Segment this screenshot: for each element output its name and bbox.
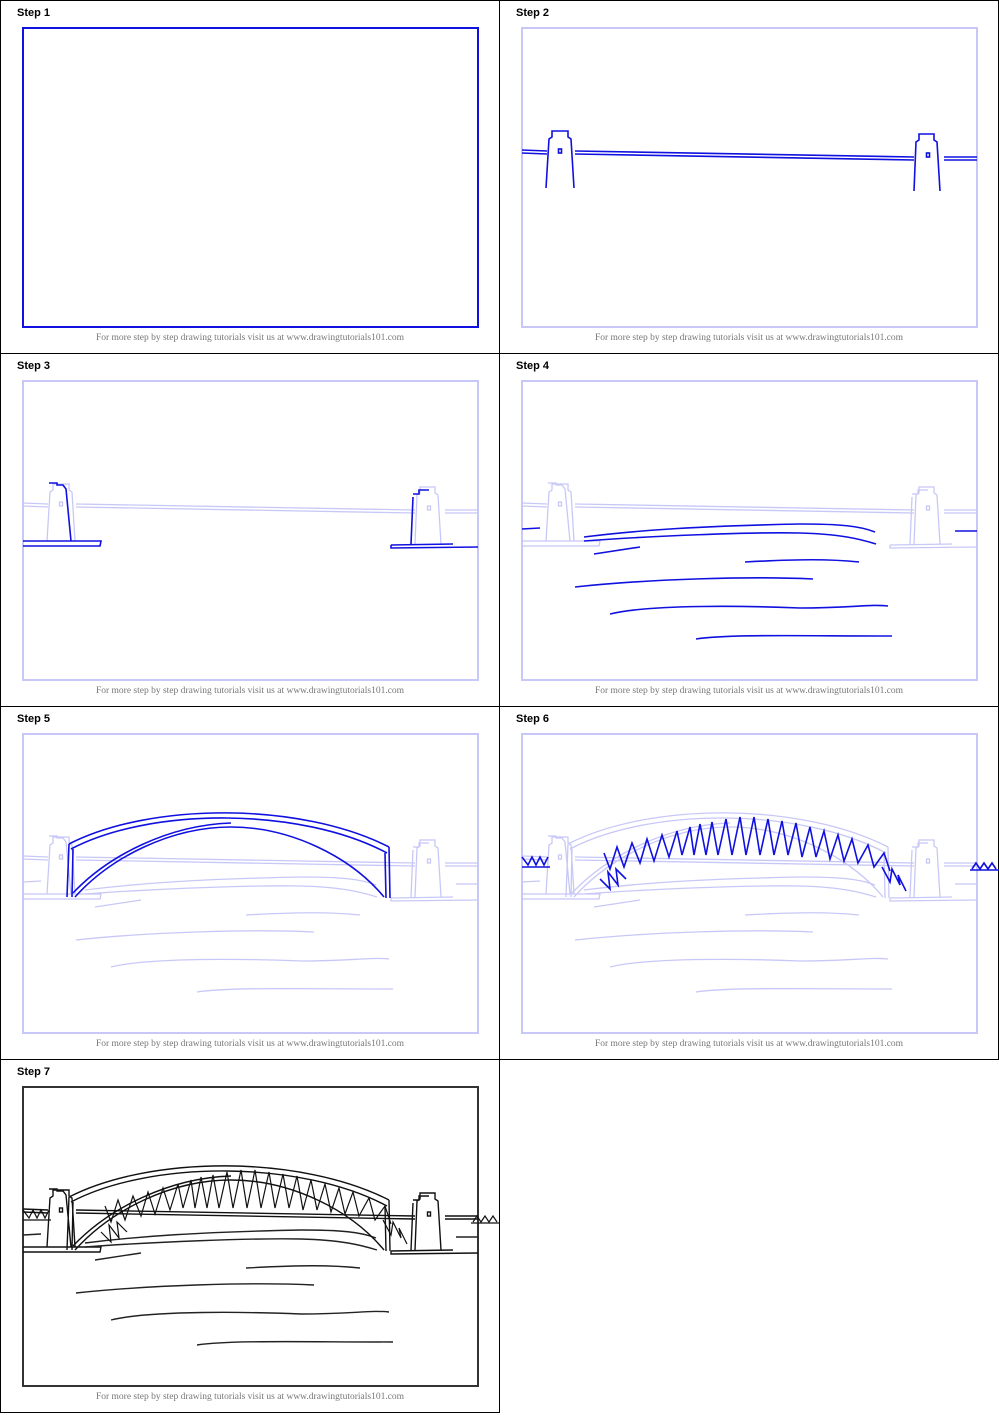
footer-text: For more step by step drawing tutorials … — [95, 1039, 405, 1049]
step-2-panel: Step 2 For more step by step drawing tut… — [499, 0, 999, 354]
step-label: Step 4 — [516, 360, 550, 372]
footer-text: For more step by step drawing tutorials … — [594, 333, 904, 343]
step-label: Step 6 — [516, 713, 550, 725]
drawing-canvas — [22, 733, 479, 1034]
step-3-panel: Step 3 For more step by step drawing tut… — [0, 353, 500, 707]
drawing-canvas — [22, 1086, 500, 1387]
drawing-canvas — [22, 380, 479, 681]
step-1-panel: Step 1 For more step by step drawing tut… — [0, 0, 500, 354]
step-label: Step 3 — [17, 360, 51, 372]
step-6-panel: Step 6 For more step by step drawing tut… — [499, 706, 999, 1060]
drawing-canvas — [22, 27, 479, 328]
footer-text: For more step by step drawing tutorials … — [594, 1039, 904, 1049]
step-label: Step 2 — [516, 7, 550, 19]
step-7-panel: Step 7 For more step by step drawing tut… — [0, 1059, 500, 1413]
drawing-canvas — [521, 27, 978, 328]
step-label: Step 5 — [17, 713, 51, 725]
step-label: Step 1 — [17, 7, 51, 19]
drawing-canvas — [521, 380, 978, 681]
step-4-panel: Step 4 For more step by step drawing tut… — [499, 353, 999, 707]
footer-text: For more step by step drawing tutorials … — [594, 686, 904, 696]
step-5-panel: Step 5 For more step by step drawing tut… — [0, 706, 500, 1060]
footer-text: For more step by step drawing tutorials … — [95, 333, 405, 343]
drawing-canvas — [521, 733, 999, 1034]
footer-text: For more step by step drawing tutorials … — [95, 686, 405, 696]
step-label: Step 7 — [17, 1066, 51, 1078]
footer-text: For more step by step drawing tutorials … — [95, 1392, 405, 1402]
